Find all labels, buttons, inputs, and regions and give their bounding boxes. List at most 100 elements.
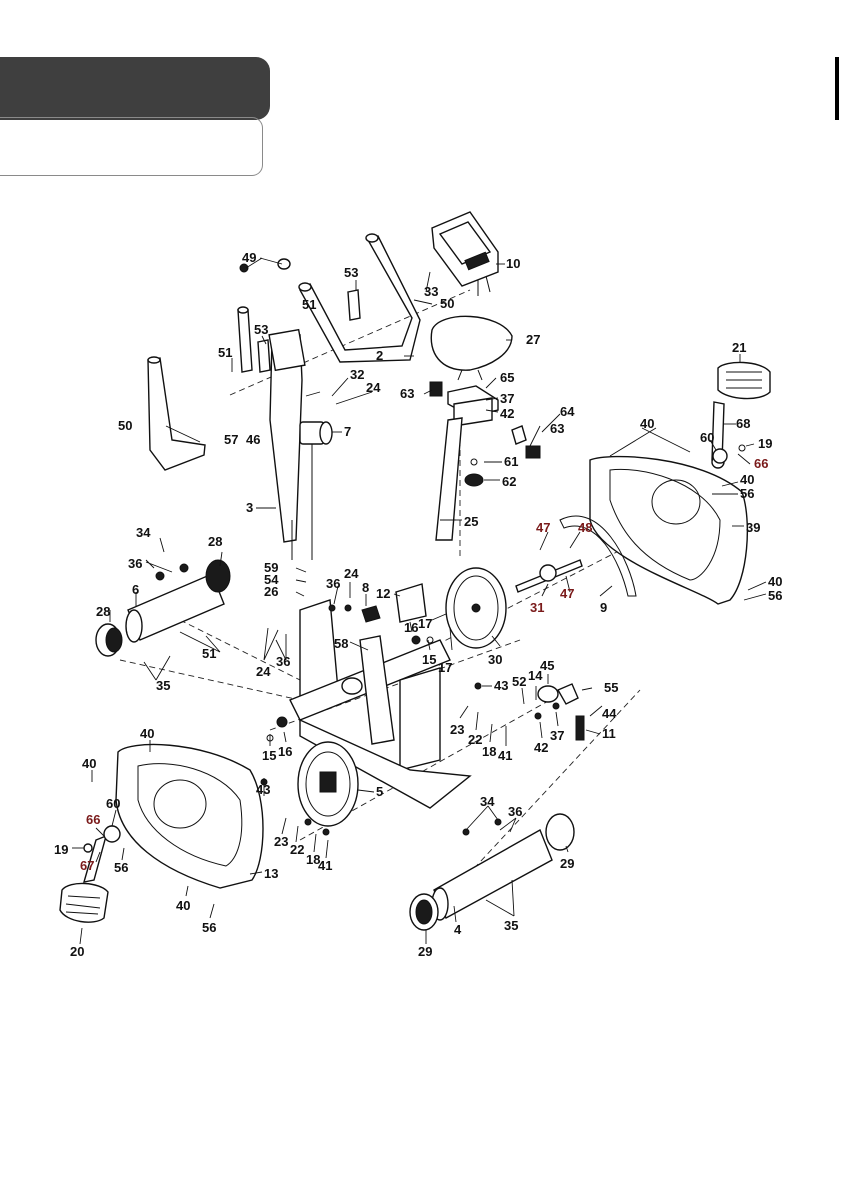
flywheel — [298, 742, 358, 826]
callout-40: 40 — [640, 416, 654, 431]
callout-51: 51 — [302, 297, 316, 312]
callout-58: 58 — [334, 636, 348, 651]
callout-43: 43 — [256, 782, 270, 797]
side-handle-left — [148, 357, 205, 470]
callout-15: 15 — [422, 652, 436, 667]
callout-42: 42 — [534, 740, 548, 755]
callout-63: 63 — [550, 421, 564, 436]
side-handle-right-upper — [238, 307, 252, 372]
pedal-left — [60, 883, 108, 922]
callout-61: 61 — [504, 454, 518, 469]
callout-26: 26 — [264, 584, 278, 599]
callout-10: 10 — [506, 256, 520, 271]
callout-8: 8 — [362, 580, 369, 595]
callout-24: 24 — [344, 566, 359, 581]
callout-44: 44 — [602, 706, 617, 721]
callout-16: 16 — [278, 744, 292, 759]
callout-12: 12 — [376, 586, 390, 601]
callout-67: 67 — [80, 858, 94, 873]
callout-60: 60 — [106, 796, 120, 811]
callout-32: 32 — [350, 367, 364, 382]
console-display — [432, 212, 498, 296]
callout-64: 64 — [560, 404, 575, 419]
callout-13: 13 — [264, 866, 278, 881]
callout-41: 41 — [318, 858, 332, 873]
callout-28: 28 — [96, 604, 110, 619]
callout-52: 52 — [512, 674, 526, 689]
callout-56: 56 — [740, 486, 754, 501]
callout-36: 36 — [326, 576, 340, 591]
callout-66: 66 — [754, 456, 768, 471]
callout-62: 62 — [502, 474, 516, 489]
callout-27: 27 — [526, 332, 540, 347]
callout-16: 16 — [404, 620, 418, 635]
callout-17: 17 — [418, 616, 432, 631]
callout-33: 33 — [424, 284, 438, 299]
callout-56: 56 — [202, 920, 216, 935]
callout-24: 24 — [366, 380, 381, 395]
callout-46: 46 — [246, 432, 260, 447]
callout-40: 40 — [176, 898, 190, 913]
callout-22: 22 — [290, 842, 304, 857]
callout-53: 53 — [254, 322, 268, 337]
callout-24: 24 — [256, 664, 271, 679]
belt-pulley — [446, 568, 506, 648]
pedal-right — [718, 362, 770, 398]
callout-29: 29 — [418, 944, 432, 959]
callout-23: 23 — [450, 722, 464, 737]
callout-18: 18 — [482, 744, 496, 759]
callout-7: 7 — [344, 424, 351, 439]
callout-37: 37 — [550, 728, 564, 743]
callout-17: 17 — [438, 660, 452, 675]
callout-5: 5 — [376, 784, 383, 799]
seat-post — [436, 418, 462, 540]
callout-48: 48 — [578, 520, 592, 535]
callout-65: 65 — [500, 370, 514, 385]
callout-19: 19 — [758, 436, 772, 451]
callout-56: 56 — [114, 860, 128, 875]
callout-35: 35 — [504, 918, 518, 933]
callout-51: 51 — [218, 345, 232, 360]
callout-36: 36 — [128, 556, 142, 571]
callout-35: 35 — [156, 678, 170, 693]
callout-29: 29 — [560, 856, 574, 871]
callout-57: 57 — [224, 432, 238, 447]
post-adjust-knob — [362, 606, 380, 622]
callout-19: 19 — [54, 842, 68, 857]
callout-36: 36 — [508, 804, 522, 819]
callout-25: 25 — [464, 514, 478, 529]
callout-20: 20 — [70, 944, 84, 959]
rear-stabilizer — [432, 830, 552, 920]
callout-49: 49 — [242, 250, 256, 265]
tension-knob — [300, 422, 332, 560]
callout-36: 36 — [276, 654, 290, 669]
callout-40: 40 — [768, 574, 782, 589]
callout-23: 23 — [274, 834, 288, 849]
callout-42: 42 — [500, 406, 514, 421]
callout-11: 11 — [602, 726, 616, 741]
side-cover-right — [590, 457, 747, 604]
callout-41: 41 — [498, 748, 512, 763]
callout-3: 3 — [246, 500, 253, 515]
callout-39: 39 — [746, 520, 760, 535]
callout-40: 40 — [740, 472, 754, 487]
callout-47: 47 — [536, 520, 550, 535]
callout-9: 9 — [600, 600, 607, 615]
callout-30: 30 — [488, 652, 502, 667]
callout-51: 51 — [202, 646, 216, 661]
callout-14: 14 — [528, 668, 543, 683]
side-cover-left — [116, 745, 263, 888]
callout-15: 15 — [262, 748, 276, 763]
callout-28: 28 — [208, 534, 222, 549]
callout-22: 22 — [468, 732, 482, 747]
callout-53: 53 — [344, 265, 358, 280]
callout-31: 31 — [530, 600, 544, 615]
callout-60: 60 — [700, 430, 714, 445]
callout-56: 56 — [768, 588, 782, 603]
callout-43: 43 — [494, 678, 508, 693]
handlebar-post — [269, 330, 305, 560]
callout-50: 50 — [440, 296, 454, 311]
callout-21: 21 — [732, 340, 746, 355]
callout-34: 34 — [480, 794, 495, 809]
